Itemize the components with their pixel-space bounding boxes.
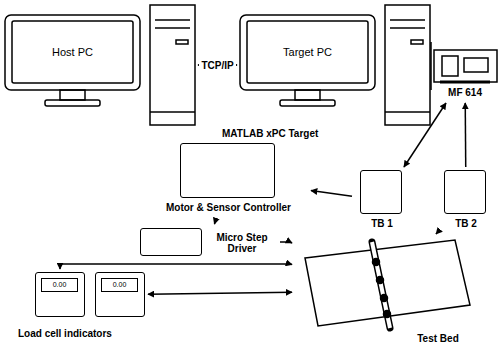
node-label: 0.00 — [101, 278, 138, 292]
target-pc-part — [280, 100, 335, 106]
terminal-block: TB 2 — [444, 170, 486, 214]
target-pc-part — [295, 90, 320, 100]
target-pc-part — [385, 5, 430, 125]
host-pc-illustration — [5, 5, 195, 125]
target-pc-part — [385, 111, 430, 113]
daq-card: MF 614 — [432, 48, 498, 84]
signal-arrow — [404, 103, 446, 167]
test-bed-part — [373, 259, 380, 266]
host-pc-part — [176, 40, 188, 44]
target-pc-part — [240, 15, 375, 90]
signal-arrow — [214, 218, 216, 224]
host-pc-part — [12, 21, 133, 83]
host-pc-part — [45, 100, 100, 106]
indicator-box: 0.00 — [95, 272, 145, 317]
node-label: Micro Step Driver — [207, 227, 277, 259]
target-pc-part — [411, 40, 423, 44]
test-bed-part — [372, 242, 390, 328]
indicator-box: 0.00 — [35, 272, 85, 317]
target-pc-part — [247, 21, 368, 83]
node-label: Host PC — [12, 21, 133, 83]
target-pc-illustration — [240, 5, 430, 125]
node-label: Target PC — [247, 21, 368, 83]
signal-arrow — [280, 242, 292, 243]
daq-card-illustration — [431, 42, 497, 90]
daq-card-part — [442, 56, 458, 76]
caption-label: Load cell indicators — [18, 328, 112, 339]
terminal-block: TB 1 — [360, 170, 402, 214]
test-bed-part — [381, 295, 388, 302]
controller-box: Motor & Sensor Controller — [180, 143, 275, 198]
test-bed-illustration — [305, 240, 470, 328]
signal-arrow — [148, 292, 292, 294]
host-pc-part — [155, 27, 190, 29]
daq-card-part — [430, 42, 432, 90]
driver-box: Micro Step Driver — [140, 228, 202, 256]
host-pc-part — [150, 111, 195, 113]
node-label: TB 1 — [355, 217, 409, 231]
host-pc-part — [5, 15, 140, 90]
node-label: MF 614 — [432, 86, 498, 100]
test-bed-part — [377, 277, 384, 284]
test-bed-part — [305, 240, 470, 326]
node-label: 0.00 — [41, 278, 78, 292]
target-pc-part — [390, 19, 425, 21]
test-bed: Test Bed — [295, 236, 475, 330]
computer: Host PC — [5, 5, 195, 125]
test-bed-part — [372, 242, 390, 328]
signal-arrow — [60, 264, 292, 269]
host-pc-part — [60, 90, 85, 100]
edge-label: TCP/IP — [199, 60, 235, 71]
daq-card-part — [440, 81, 490, 84]
host-pc-part — [155, 19, 190, 21]
node-label: TB 2 — [439, 217, 493, 231]
host-pc-part — [150, 5, 195, 125]
daq-card-part — [464, 58, 488, 72]
daq-card-part — [434, 50, 497, 82]
target-pc-part — [390, 27, 425, 29]
node-label: Test Bed — [405, 332, 471, 346]
signal-arrow — [464, 103, 466, 167]
test-bed-part — [384, 311, 391, 318]
signal-arrow — [435, 233, 437, 234]
signal-arrow — [311, 191, 352, 197]
node-label: Motor & Sensor Controller — [149, 201, 308, 215]
caption-label: MATLAB xPC Target — [222, 128, 318, 139]
computer: Target PC — [240, 5, 430, 125]
